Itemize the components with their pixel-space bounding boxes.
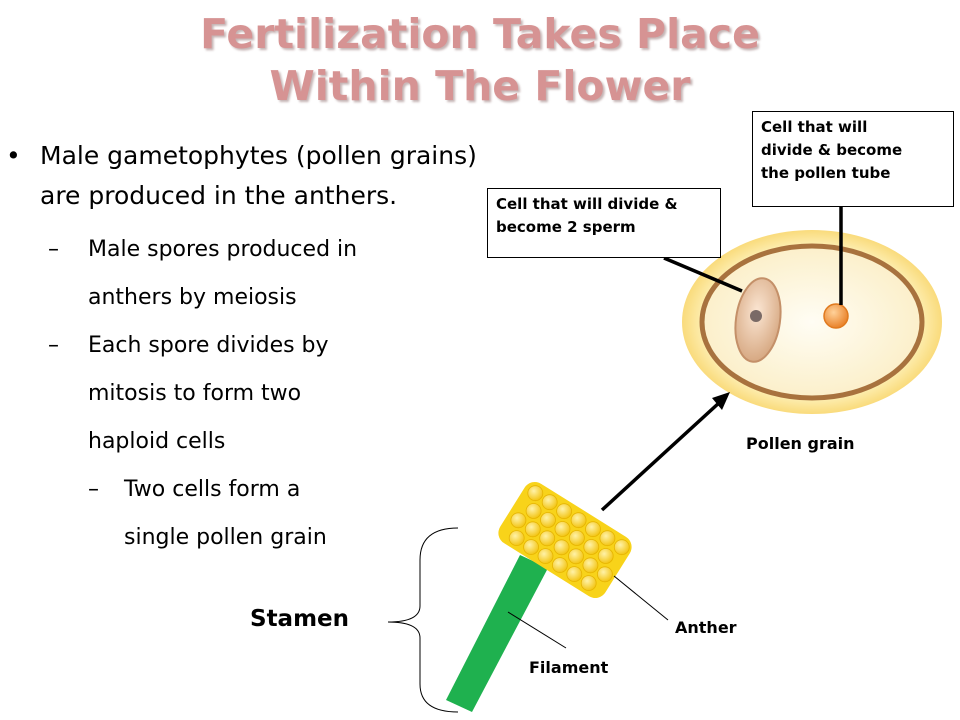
anther-pollen-ball <box>553 539 570 556</box>
bullet-line-2: are produced in the anthers. <box>40 181 398 210</box>
pollen-grain <box>682 230 942 414</box>
sub-sub-point-marker: – <box>88 477 99 502</box>
anther-pollen-ball <box>552 557 568 573</box>
anther-pollen-ball <box>510 512 527 529</box>
title-line-1: Fertilization Takes Place <box>200 10 760 58</box>
main-bullet: • Male gametophytes (pollen grains) are … <box>6 136 566 216</box>
anther-shape <box>498 481 632 599</box>
anther-pollen-ball <box>523 539 539 555</box>
anther-pollen-ball <box>599 530 616 547</box>
tube-callout-line-1: Cell that will <box>761 118 868 136</box>
anther-pollen-ball <box>570 512 587 529</box>
anther-pollen-ball <box>539 530 556 547</box>
tube-callout-line-2: divide & become <box>761 141 903 159</box>
sub-point-1-line-2: anthers by meiosis <box>88 285 297 310</box>
pollen-grain-label: Pollen grain <box>746 434 855 453</box>
stamen-bracket <box>387 527 459 713</box>
anther-pollen-ball <box>569 530 585 546</box>
bullet-line-1: Male gametophytes (pollen grains) <box>40 141 477 170</box>
sperm-callout-line-1: Cell that will divide & <box>496 195 678 213</box>
anther-pollen-ball <box>583 539 600 555</box>
anther-pollen-ball <box>554 521 571 537</box>
arrow-anther-to-pollen <box>600 400 722 512</box>
anther-pollen-ball <box>508 530 525 546</box>
anther-pollen-ball <box>585 521 601 538</box>
title-line-2: Within The Flower <box>269 62 691 110</box>
anther-pollen-ball <box>524 521 541 538</box>
anther-pollen-ball <box>537 548 554 564</box>
anther-pollen-cluster <box>508 485 630 591</box>
sub-point-1-line-1: Male spores produced in <box>88 237 358 262</box>
sub-sub-point-line-2: single pollen grain <box>124 525 327 550</box>
sub-point-2-marker: – <box>48 333 59 358</box>
sperm-cell-leader-line <box>663 256 743 293</box>
filament-label: Filament <box>529 658 609 677</box>
anther-pollen-ball <box>568 548 584 565</box>
sub-sub-point-line-1: Two cells form a <box>124 477 301 502</box>
sub-point-1-marker: – <box>48 237 59 262</box>
sub-point-2-line-3: haploid cells <box>88 429 226 454</box>
filament-shape <box>446 555 548 712</box>
filament-pointer-line <box>507 611 567 649</box>
sperm-cell-callout: Cell that will divide & become 2 sperm <box>487 188 721 258</box>
anther-pointer-line <box>613 575 669 621</box>
tube-nucleus <box>823 303 849 329</box>
anther-pollen-ball <box>566 566 583 582</box>
sub-point-1: – Male spores produced in anthers by mei… <box>48 226 428 322</box>
anther-pollen-ball <box>540 512 556 528</box>
sub-point-2-line-2: mitosis to form two <box>88 381 302 406</box>
sub-point-2: – Each spore divides by mitosis to form … <box>48 322 428 466</box>
tube-cell-callout: Cell that will divide & become the polle… <box>752 111 954 207</box>
anther-pollen-ball <box>556 503 572 520</box>
anther-pollen-ball <box>613 539 630 556</box>
slide-title: Fertilization Takes Place Within The Flo… <box>0 8 960 112</box>
anther-pollen-ball <box>525 503 542 519</box>
anther-pollen-ball <box>541 494 558 511</box>
anther-pollen-ball <box>582 557 599 574</box>
sub-point-2-line-1: Each spore divides by <box>88 333 329 358</box>
anther-pollen-ball <box>580 575 597 591</box>
generative-nucleus <box>750 310 762 322</box>
tube-callout-line-3: the pollen tube <box>761 164 891 182</box>
sub-sub-point: – Two cells form a single pollen grain <box>88 466 428 562</box>
arrow-head <box>712 392 730 410</box>
sperm-callout-line-2: become 2 sperm <box>496 218 636 236</box>
bullet-marker: • <box>6 141 21 170</box>
stamen-label: Stamen <box>250 606 350 632</box>
anther-pollen-ball <box>527 485 544 502</box>
anther-pollen-ball <box>597 566 613 583</box>
anther-label: Anther <box>675 618 737 637</box>
anther-pollen-ball <box>597 548 614 564</box>
